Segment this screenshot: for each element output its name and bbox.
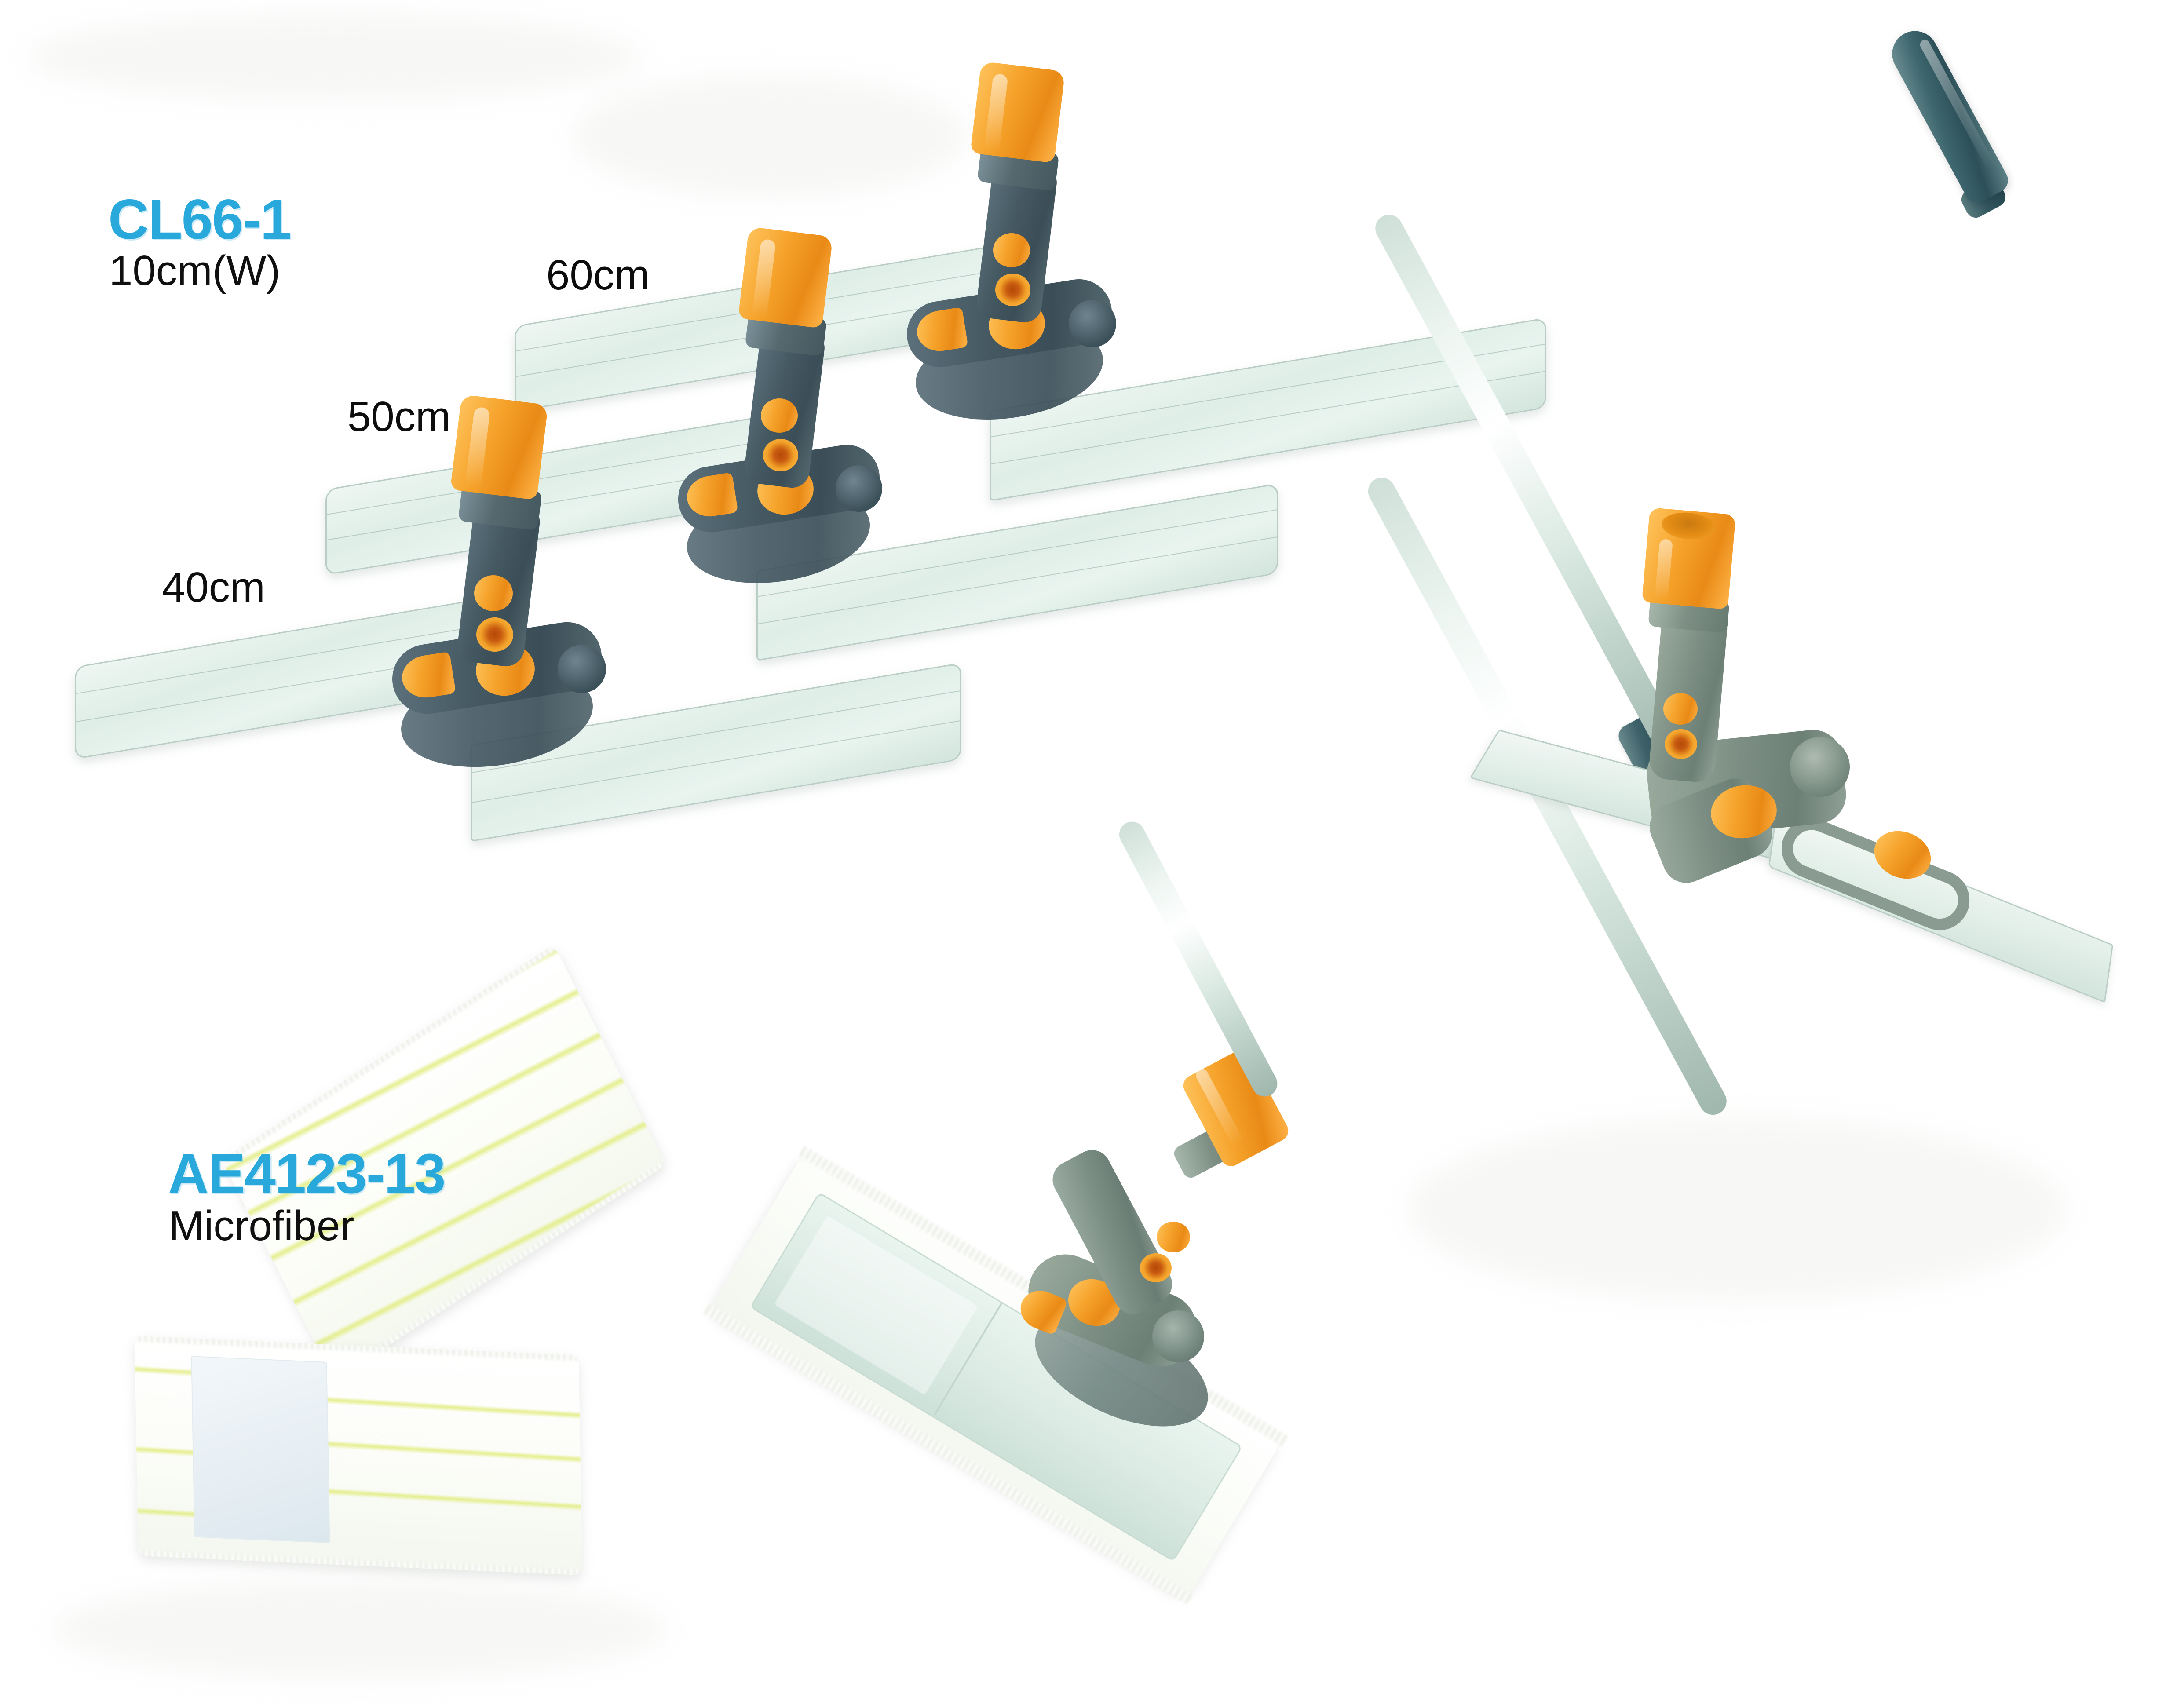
folded-neck-button-upper[interactable]: [1663, 693, 1698, 725]
product-assembled-mop: [704, 817, 1574, 1706]
sku-label-pad: AE4123-13: [168, 1142, 446, 1205]
background-blotch: [1407, 1117, 2067, 1302]
pole-socket[interactable]: [450, 394, 548, 500]
sku-sublabel-pad: Microfiber: [169, 1202, 354, 1249]
hinge-barrel-endcap: [558, 645, 606, 693]
product-telescopic-pole-assembly: [1253, 0, 2166, 1143]
pad-flat-body: [134, 1336, 583, 1576]
size-label-40cm: 40cm: [162, 564, 265, 611]
size-label-50cm: 50cm: [347, 393, 451, 440]
neck-button-upper[interactable]: [474, 575, 513, 611]
background-blotch: [572, 75, 968, 198]
hinge-barrel-endcap: [836, 465, 882, 512]
background-blotch: [53, 1579, 668, 1680]
mop-hinge-endcap: [1152, 1310, 1204, 1362]
pole-socket[interactable]: [970, 61, 1066, 163]
product-frame-40cm: [66, 394, 1078, 1055]
pad-velcro-strip: [191, 1356, 330, 1544]
neck-button-upper[interactable]: [761, 398, 798, 433]
sku-sublabel-frame: 10cm(W): [109, 247, 281, 294]
product-frame-50cm: [308, 226, 1363, 818]
neck-button-lower[interactable]: [763, 439, 798, 471]
folded-neck-button-lower[interactable]: [1665, 729, 1697, 759]
folded-frame-group: [1465, 507, 2151, 1117]
sku-label-frame: CL66-1: [108, 188, 292, 251]
neck-button-lower[interactable]: [476, 617, 513, 652]
hinge-barrel-endcap: [1069, 300, 1116, 347]
pole-socket[interactable]: [738, 226, 833, 328]
folded-hinge-endcap: [1790, 737, 1850, 797]
frame-retainer-loop: [1772, 809, 1979, 939]
product-frame-60cm: [484, 61, 1583, 673]
mop-neck-button-lower[interactable]: [1140, 1253, 1172, 1282]
background-blotch: [26, 13, 642, 101]
pole-hand-grip[interactable]: [1884, 23, 2013, 207]
neck-button-lower[interactable]: [995, 274, 1030, 306]
pad-stripe: [134, 1506, 204, 1519]
neck-button-upper[interactable]: [993, 233, 1030, 267]
size-label-60cm: 60cm: [546, 252, 650, 299]
mop-neck-button-upper[interactable]: [1157, 1222, 1190, 1252]
pad-fuzz-edge: [135, 1550, 583, 1576]
